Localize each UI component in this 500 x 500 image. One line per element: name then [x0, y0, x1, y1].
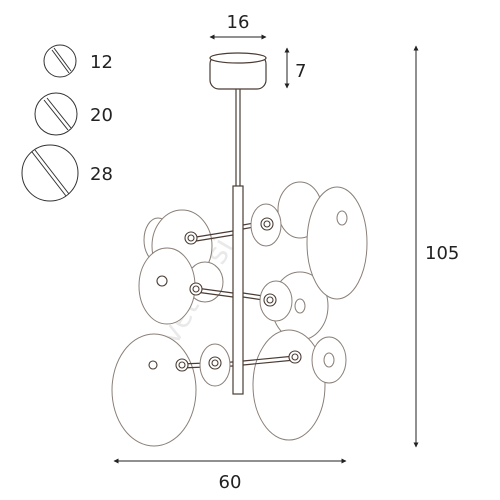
canopy-width-dimension: 16 — [209, 12, 267, 40]
canopy-width-label: 16 — [227, 12, 250, 33]
legend-disc-28-icon — [21, 144, 79, 202]
legend-label-12: 12 — [90, 52, 113, 73]
overall-width-label: 60 — [219, 472, 242, 493]
disc-left-mid — [138, 247, 196, 325]
hub-right-large-top — [336, 210, 348, 226]
disc-right-large-top — [306, 186, 368, 300]
overall-height-label: 105 — [425, 243, 459, 264]
overall-width-dimension: 60 — [113, 458, 347, 493]
canopy-height-label: 7 — [295, 61, 306, 82]
overall-height-dimension: 105 — [413, 45, 459, 448]
legend-label-20: 20 — [90, 105, 113, 126]
sockets — [148, 217, 302, 372]
hub-right-mid-back — [294, 298, 306, 314]
legend-disc-12-icon — [43, 44, 77, 78]
suspension-rod — [235, 89, 241, 186]
disc-left-bottom — [111, 333, 197, 447]
hub-right-bottom-small — [323, 352, 335, 368]
legend-label-28: 28 — [90, 164, 113, 185]
canopy-height-dimension: 7 — [284, 47, 306, 89]
disc-right-bottom-large — [252, 329, 326, 441]
ceiling-canopy — [209, 52, 267, 90]
legend: 12 20 28 — [21, 44, 113, 202]
central-stem — [232, 185, 244, 395]
legend-disc-20-icon — [34, 92, 78, 136]
